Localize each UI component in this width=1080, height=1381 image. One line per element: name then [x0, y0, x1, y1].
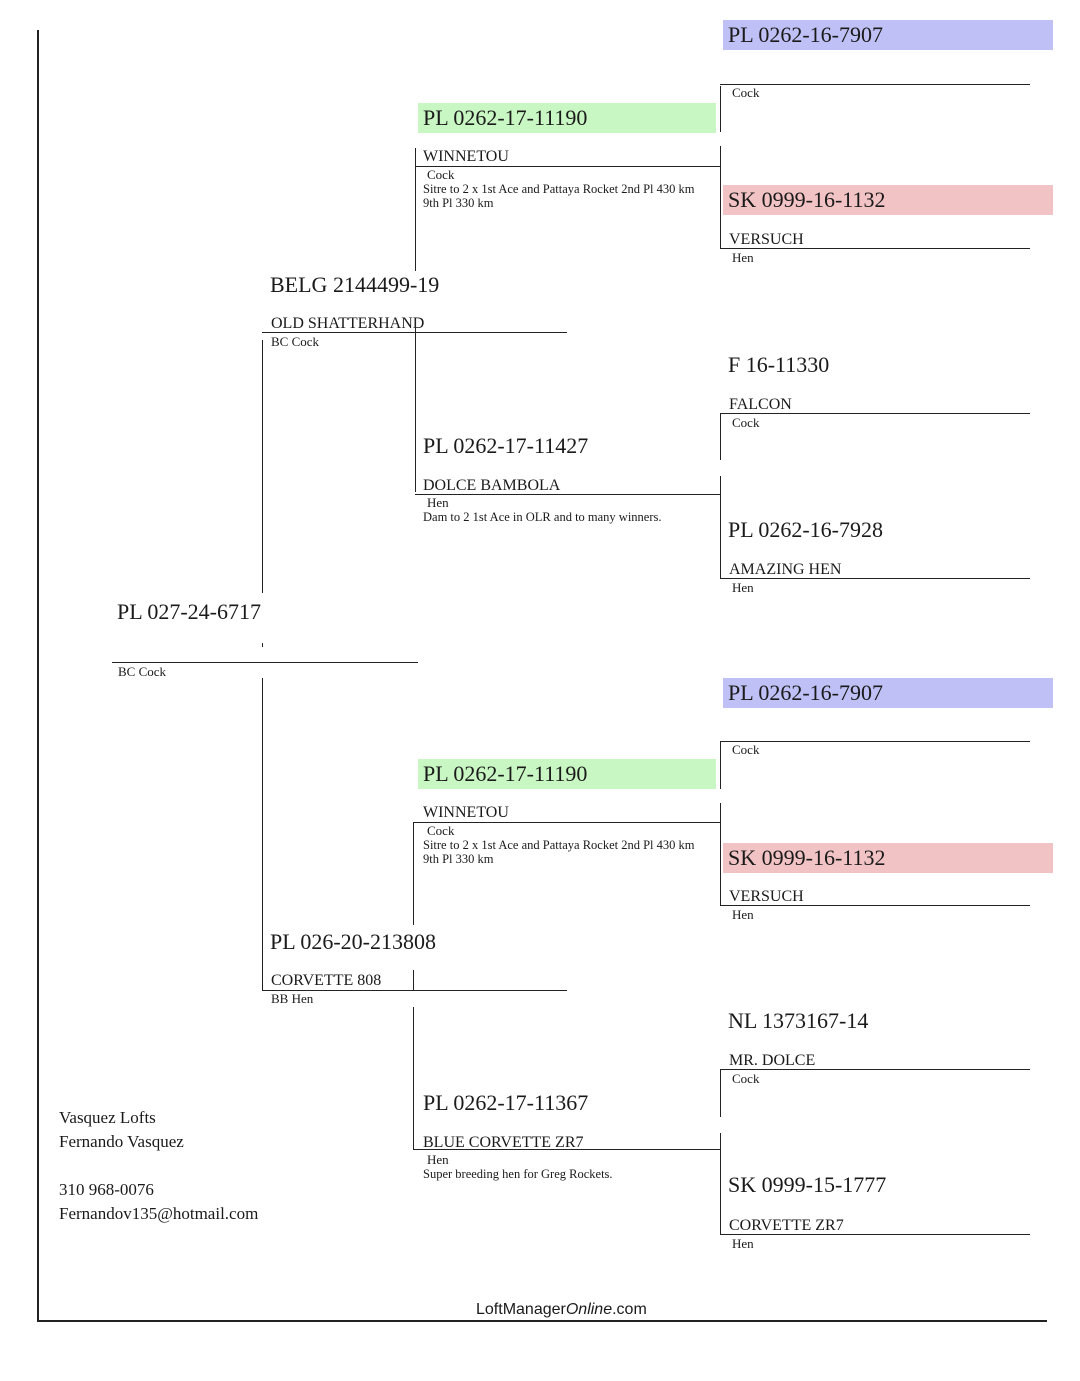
sss-ring: PL 0262-16-7907	[723, 20, 1053, 50]
sire-connector-down	[415, 320, 416, 492]
dsd-sex: Hen	[732, 907, 754, 922]
ss-connector-down	[720, 146, 721, 249]
ddd-name: CORVETTE ZR7	[729, 1217, 844, 1234]
sd-connector-down	[720, 476, 721, 578]
sire-line	[262, 332, 567, 333]
subject-connector-dot	[262, 643, 263, 647]
ddd-ring: SK 0999-15-1777	[728, 1172, 887, 1197]
sd-sex: Hen	[427, 495, 449, 510]
owner-email[interactable]: Fernandov135@hotmail.com	[59, 1204, 259, 1223]
dss-line	[720, 741, 1030, 742]
subject-ring: PL 027-24-6717	[117, 599, 262, 624]
sd-connector-up	[720, 413, 721, 460]
dss-sex: Cock	[732, 742, 760, 757]
ssd-name: VERSUCH	[729, 231, 804, 248]
dd-ring: PL 0262-17-11367	[423, 1090, 589, 1115]
sss-line	[720, 84, 1030, 85]
ss-line	[415, 166, 720, 167]
subject-connector-up	[262, 340, 263, 593]
ssd-ring: SK 0999-16-1132	[723, 185, 1053, 215]
sd-note: Dam to 2 1st Ace in OLR and to many winn…	[423, 510, 662, 524]
dam-connector-down	[413, 1007, 414, 1149]
frame-left-border	[37, 30, 39, 1322]
ds-ring: PL 0262-17-11190	[418, 759, 716, 789]
dss-ring: PL 0262-16-7907	[723, 678, 1053, 708]
sds-line	[720, 413, 1030, 414]
dd-sex: Hen	[427, 1152, 449, 1167]
subject-connector-down	[262, 678, 263, 990]
dam-connector-mid	[413, 970, 414, 990]
sds-name: FALCON	[729, 396, 792, 413]
owner-name: Fernando Vasquez	[59, 1132, 184, 1151]
subject-sex: BC Cock	[118, 664, 167, 679]
ss-connector-up	[720, 86, 721, 132]
sire-connector-up	[415, 148, 416, 271]
sss-sex: Cock	[732, 85, 760, 100]
ss-note: Sitre to 2 x 1st Ace and Pattaya Rocket …	[423, 182, 695, 210]
dsd-ring: SK 0999-16-1132	[723, 843, 1053, 873]
ddd-sex: Hen	[732, 1236, 754, 1251]
ds-connector-down	[720, 803, 721, 906]
dd-note: Super breeding hen for Greg Rockets.	[423, 1167, 613, 1181]
subject-line	[112, 662, 418, 663]
dds-ring: NL 1373167-14	[728, 1008, 869, 1033]
sd-name: DOLCE BAMBOLA	[423, 477, 561, 494]
owner-phone: 310 968-0076	[59, 1180, 154, 1199]
dam-ring: PL 026-20-213808	[270, 929, 437, 954]
dsd-line	[720, 905, 1030, 906]
ssd-line	[720, 248, 1030, 249]
sdd-sex: Hen	[732, 580, 754, 595]
footer-brand-plain: LoftManager	[476, 1301, 566, 1318]
sd-line	[415, 494, 720, 495]
dd-name: BLUE CORVETTE ZR7	[423, 1134, 584, 1151]
sds-ring: F 16-11330	[728, 352, 830, 377]
ddd-line	[720, 1234, 1030, 1235]
ssd-sex: Hen	[732, 250, 754, 265]
ds-note: Sitre to 2 x 1st Ace and Pattaya Rocket …	[423, 838, 695, 866]
ds-connector-up	[720, 741, 721, 789]
sdd-ring: PL 0262-16-7928	[728, 517, 884, 542]
ds-name: WINNETOU	[423, 804, 509, 821]
ds-line	[413, 822, 720, 823]
dds-name: MR. DOLCE	[729, 1052, 816, 1069]
owner-loft: Vasquez Lofts	[59, 1108, 156, 1127]
footer-brand[interactable]: LoftManagerOnline.com	[476, 1301, 647, 1319]
footer-brand-suffix: .com	[612, 1301, 647, 1318]
dam-connector-up	[413, 822, 414, 925]
dd-connector-down	[720, 1133, 721, 1235]
dd-line	[413, 1149, 720, 1150]
ss-ring: PL 0262-17-11190	[418, 103, 716, 133]
sdd-line	[720, 578, 1030, 579]
sire-ring: BELG 2144499-19	[270, 272, 440, 297]
dam-sex: BB Hen	[271, 991, 314, 1006]
sdd-name: AMAZING HEN	[729, 561, 842, 578]
dsd-name: VERSUCH	[729, 888, 804, 905]
ss-name: WINNETOU	[423, 148, 509, 165]
frame-bottom-border	[37, 1320, 1047, 1322]
sire-name: OLD SHATTERHAND	[271, 315, 425, 332]
ss-sex: Cock	[427, 167, 455, 182]
footer-brand-italic: Online	[565, 1301, 613, 1318]
dds-line	[720, 1069, 1030, 1070]
dd-connector-up	[720, 1069, 721, 1117]
sire-sex: BC Cock	[271, 334, 320, 349]
dds-sex: Cock	[732, 1071, 760, 1086]
dam-name: CORVETTE 808	[271, 972, 382, 989]
ds-sex: Cock	[427, 823, 455, 838]
dam-line	[262, 990, 567, 991]
sd-ring: PL 0262-17-11427	[423, 433, 589, 458]
sds-sex: Cock	[732, 415, 760, 430]
